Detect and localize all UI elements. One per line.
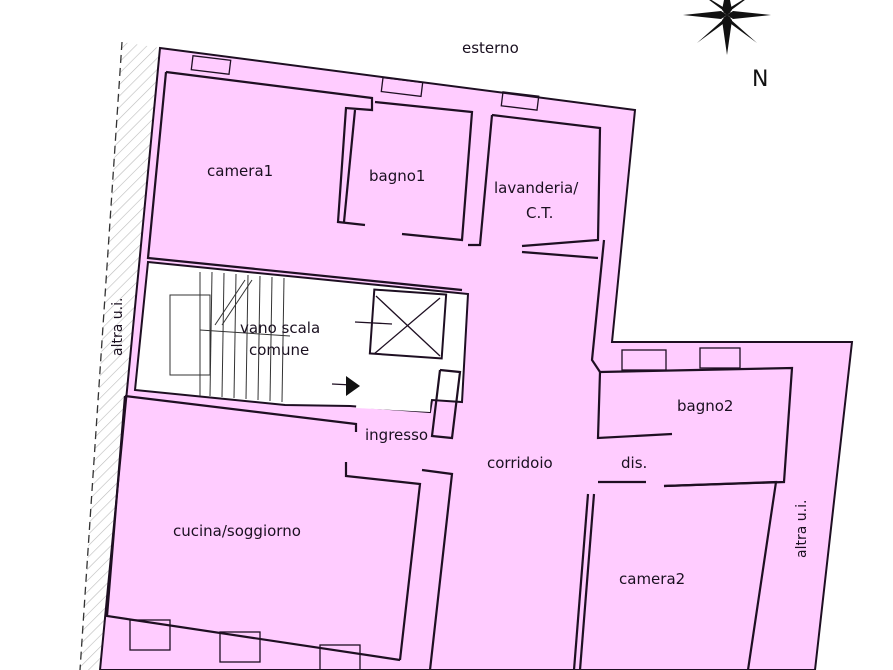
neighbor-right-label: altra u.i. [794, 500, 810, 558]
room-label-comune: comune [249, 341, 309, 359]
room-label-camera2: camera2 [619, 570, 685, 588]
room-label-bagno2: bagno2 [677, 397, 733, 415]
exterior-label: esterno [462, 39, 519, 57]
room-label-cucina-soggiorno: cucina/soggiorno [173, 522, 301, 540]
entrance-arrow-icon [346, 376, 360, 396]
room-label-camera1: camera1 [207, 162, 273, 180]
apartment-outline [98, 46, 854, 670]
neighbor-left-label: altra u.i. [110, 298, 126, 356]
north-label: N [752, 67, 768, 92]
room-label-corridoio: corridoio [487, 454, 553, 472]
room-label-dis: dis. [621, 454, 647, 472]
room-label-vano-scala: vano scala [240, 319, 320, 337]
room-label-lavanderia: lavanderia/ [494, 179, 579, 197]
neighbor-unit-left [79, 41, 160, 670]
room-label-ingresso: ingresso [365, 426, 428, 444]
compass-rose-icon [683, 0, 771, 55]
stairwell [133, 260, 470, 414]
room-label-bagno1: bagno1 [369, 167, 425, 185]
interior-walls [105, 55, 794, 670]
room-label-ct: C.T. [526, 204, 553, 222]
